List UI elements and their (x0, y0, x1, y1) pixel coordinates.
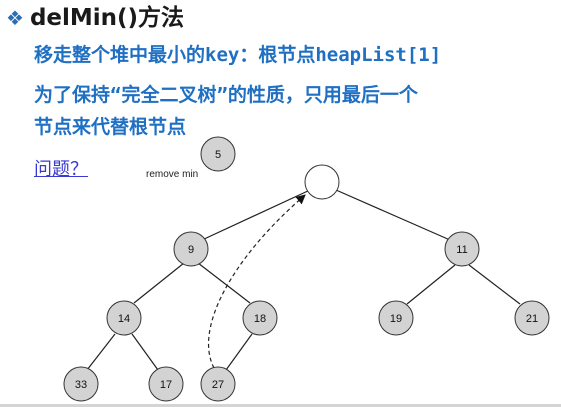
tree-node-33-label: 33 (75, 379, 87, 391)
move-last-node-arrow (207, 194, 306, 369)
title-text: delMin()方法 (29, 5, 185, 31)
tree-node-21-label: 21 (526, 313, 538, 325)
removed-node-label: 5 (215, 149, 221, 161)
edge-18-27 (225, 333, 253, 371)
edge-11-21 (468, 264, 521, 305)
edge-11-19 (406, 264, 456, 305)
tree-node-27-label: 27 (212, 379, 224, 391)
tree-node-9 (173, 231, 209, 267)
tree-node-14-label: 14 (118, 313, 130, 325)
edge-root-9 (201, 189, 311, 241)
tree-node-21 (514, 300, 550, 336)
edge-14-33 (86, 333, 116, 371)
description-line-2: 为了保持“完全二叉树”的性质，只用最后一个 (34, 84, 418, 106)
tree-node-17-label: 17 (160, 379, 172, 391)
edge-root-11 (335, 189, 451, 241)
description-line-3: 节点来代替根节点 (34, 116, 187, 138)
tree-node-19 (378, 300, 414, 336)
tree-node-9-label: 9 (188, 244, 194, 256)
tree-node-11-label: 11 (456, 244, 467, 256)
edge-14-17 (131, 333, 159, 371)
bottom-divider (0, 404, 561, 407)
question-link[interactable]: 问题？ (34, 159, 88, 180)
tree-node-17 (148, 366, 184, 402)
root-node (304, 164, 340, 200)
remove-min-label: remove min (146, 169, 198, 180)
removed-node (200, 136, 236, 172)
description-line-1: 移走整个堆中最小的key：根节点heapList[1] (34, 44, 442, 66)
edge-9-14 (133, 262, 185, 304)
tree-node-19-label: 19 (390, 313, 402, 325)
tree-node-33 (63, 366, 99, 402)
tree-node-27 (200, 366, 236, 402)
tree-node-18 (242, 300, 278, 336)
edge-9-18 (197, 262, 251, 304)
tree-node-11 (444, 231, 480, 267)
tree-edges (86, 189, 521, 371)
tree-node-18-label: 18 (254, 313, 266, 325)
tree-node-14 (106, 300, 142, 336)
slide-title: ❖delMin()方法 (6, 4, 184, 32)
diamond-bullet-icon: ❖ (6, 6, 24, 30)
